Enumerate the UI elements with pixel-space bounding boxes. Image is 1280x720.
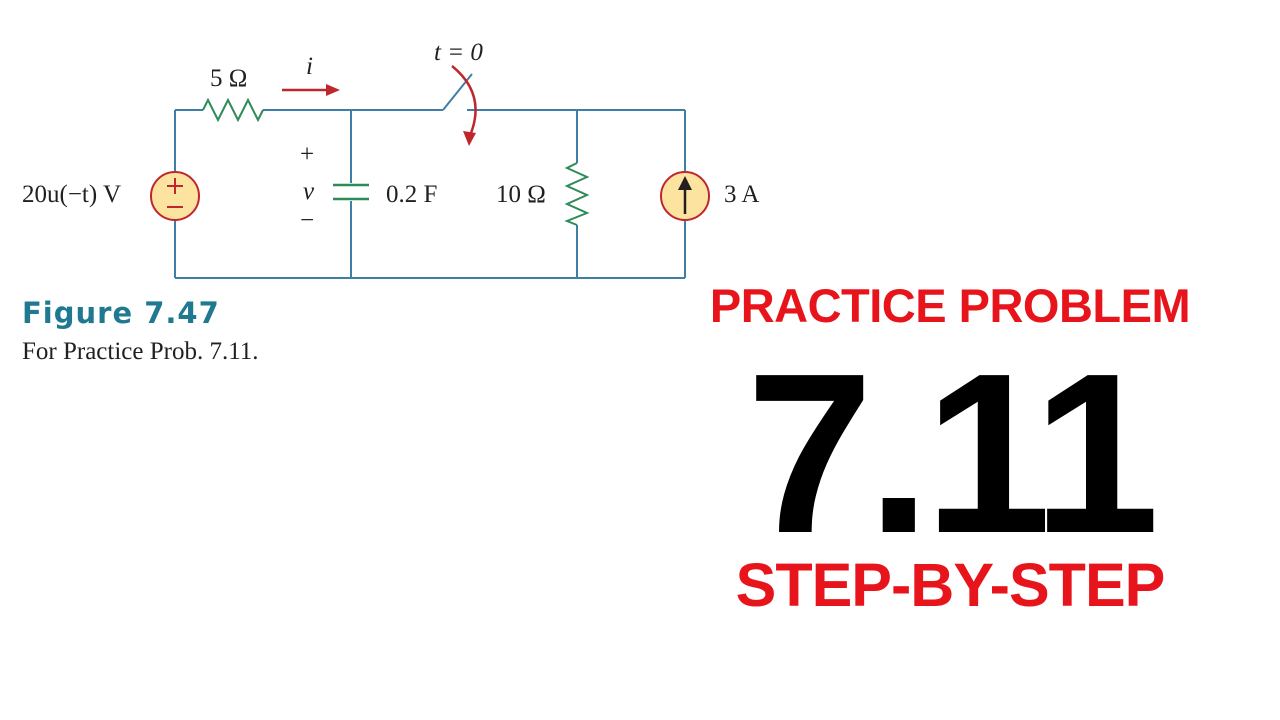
practice-problem-heading: PRACTICE PROBLEM (709, 279, 1191, 332)
current-label: i (306, 53, 313, 80)
switch-arrowhead (463, 131, 476, 146)
figure-title: Figure 7.47 (22, 296, 220, 330)
plus-label: + (300, 141, 314, 168)
step-by-step-subheading: STEP-BY-STEP (735, 551, 1166, 619)
switch-time-label: t = 0 (434, 39, 483, 66)
voltage-label: v (303, 178, 315, 205)
resistor-shunt-symbol (564, 162, 590, 226)
circuit-wires (174, 109, 686, 279)
minus-label: − (300, 207, 314, 234)
figure-caption: For Practice Prob. 7.11. (22, 338, 259, 365)
resistor-shunt-label: 10 Ω (496, 181, 546, 208)
capacitor-symbol (333, 183, 369, 201)
resistor-series-symbol (202, 97, 264, 123)
circuit-diagram: 5 Ω i t = 0 20u(−t) V + v − 0.2 F 10 Ω 3… (22, 39, 759, 279)
switch-arrow (451, 65, 477, 139)
current-source-label: 3 A (724, 181, 759, 208)
current-source-symbol (660, 171, 710, 221)
current-arrowhead (326, 84, 340, 96)
resistor-series-label: 5 Ω (210, 65, 247, 92)
capacitor-label: 0.2 F (386, 181, 437, 208)
voltage-source-label: 20u(−t) V (22, 181, 121, 208)
voltage-source-symbol (150, 171, 200, 221)
problem-number: 7.11 (746, 327, 1159, 581)
switch-blade (442, 73, 473, 111)
